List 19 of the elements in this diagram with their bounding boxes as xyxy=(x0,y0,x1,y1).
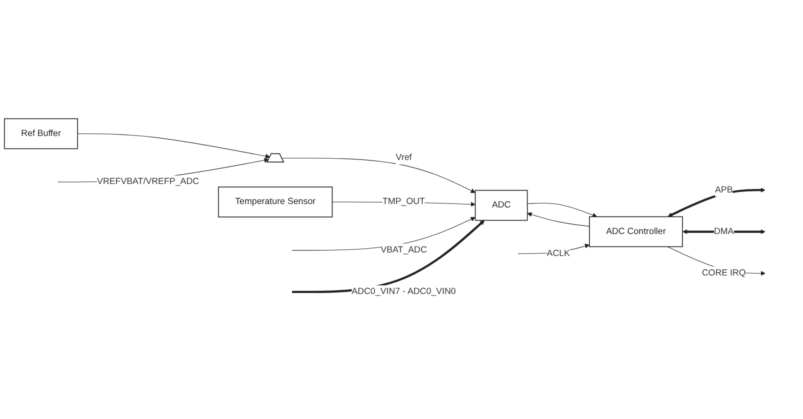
edge-label: Vref xyxy=(396,152,412,162)
edge-label: DMA xyxy=(714,226,734,236)
arrow xyxy=(527,212,590,227)
edge-label: TMP_OUT xyxy=(382,197,425,206)
edge-label: APB xyxy=(714,185,733,195)
edge-label: ACLK xyxy=(546,248,570,258)
arrow xyxy=(668,188,766,217)
edge-label: ADC0_VIN7 - ADC0_VIN0 xyxy=(352,286,456,296)
node-box: ADC Controller xyxy=(589,216,683,248)
node-box: Temperature Sensor xyxy=(218,186,333,218)
arrow xyxy=(282,158,476,193)
node-box: Ref Buffer xyxy=(4,118,78,150)
edge-label: VREFVBAT/VREFP_ADC xyxy=(97,177,200,186)
node-trapezoid xyxy=(266,153,284,162)
edge-label: CORE IRQ xyxy=(702,268,746,278)
node-box: ADC xyxy=(474,190,528,221)
arrow xyxy=(77,133,270,159)
arrow xyxy=(527,202,598,218)
edge-label: VBAT_ADC xyxy=(380,245,427,255)
